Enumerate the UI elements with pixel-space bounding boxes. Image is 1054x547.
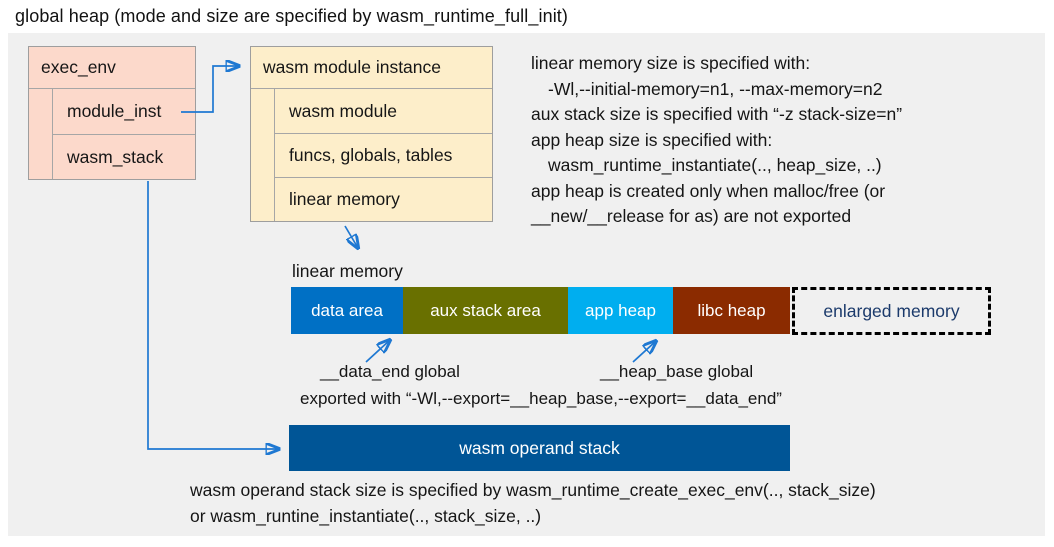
- segment-data-area: data area: [291, 287, 403, 334]
- segment-aux-stack-area: aux stack area: [403, 287, 568, 334]
- note-line: linear memory size is specified with:: [531, 53, 811, 73]
- wasm-operand-stack-bar: wasm operand stack: [289, 425, 790, 471]
- exec-env-title: exec_env: [29, 47, 195, 89]
- module-instance-title: wasm module instance: [251, 47, 492, 89]
- note-line: or wasm_runtine_instantiate(.., stack_si…: [190, 505, 542, 526]
- note-line: __new/__release for as) are not exported: [531, 206, 852, 226]
- module-instance-body: wasm module funcs, globals, tables linea…: [251, 89, 492, 221]
- data-end-global-label: __data_end global: [320, 362, 460, 381]
- module-instance-row-wasm-module: wasm module: [289, 100, 397, 121]
- segment-app-heap: app heap: [568, 287, 673, 334]
- note-line: -Wl,--initial-memory=n1, --max-memory=n2: [548, 78, 883, 99]
- note-line: app heap size is specified with:: [531, 129, 773, 150]
- segment-enlarged-memory: enlarged memory: [792, 287, 991, 335]
- exported-flags-label: exported with “-Wl,--export=__heap_base,…: [300, 389, 782, 408]
- exec-env-row-wasm-stack: wasm_stack: [53, 134, 195, 179]
- linear-memory-caption: linear memory: [292, 261, 403, 281]
- module-instance-box: wasm module instance wasm module funcs, …: [250, 46, 493, 222]
- heap-base-global-label: __heap_base global: [600, 362, 754, 381]
- memory-size-notes: linear memory size is specified with: -W…: [531, 51, 1011, 230]
- diagram-title: global heap (mode and size are specified…: [15, 6, 568, 26]
- module-instance-indent: [251, 89, 275, 221]
- operand-stack-notes: wasm operand stack size is specified by …: [190, 478, 876, 529]
- module-instance-row-funcs-globals-tables: funcs, globals, tables: [275, 133, 492, 177]
- note-line: app heap is created only when malloc/fre…: [531, 180, 886, 201]
- linear-memory-bar: data area aux stack area app heap libc h…: [291, 287, 991, 335]
- exec-env-body: module_inst wasm_stack: [29, 89, 195, 179]
- exec-env-indent: [29, 89, 53, 179]
- note-line: wasm operand stack size is specified by …: [190, 480, 876, 500]
- exec-env-row-module-inst: module_inst: [67, 101, 162, 121]
- exec-env-box: exec_env module_inst wasm_stack: [28, 46, 196, 180]
- segment-libc-heap: libc heap: [673, 287, 790, 334]
- module-instance-row-linear-memory: linear memory: [275, 177, 492, 221]
- note-line: aux stack size is specified with “-z sta…: [531, 104, 903, 124]
- note-line: wasm_runtime_instantiate(.., heap_size, …: [548, 155, 882, 175]
